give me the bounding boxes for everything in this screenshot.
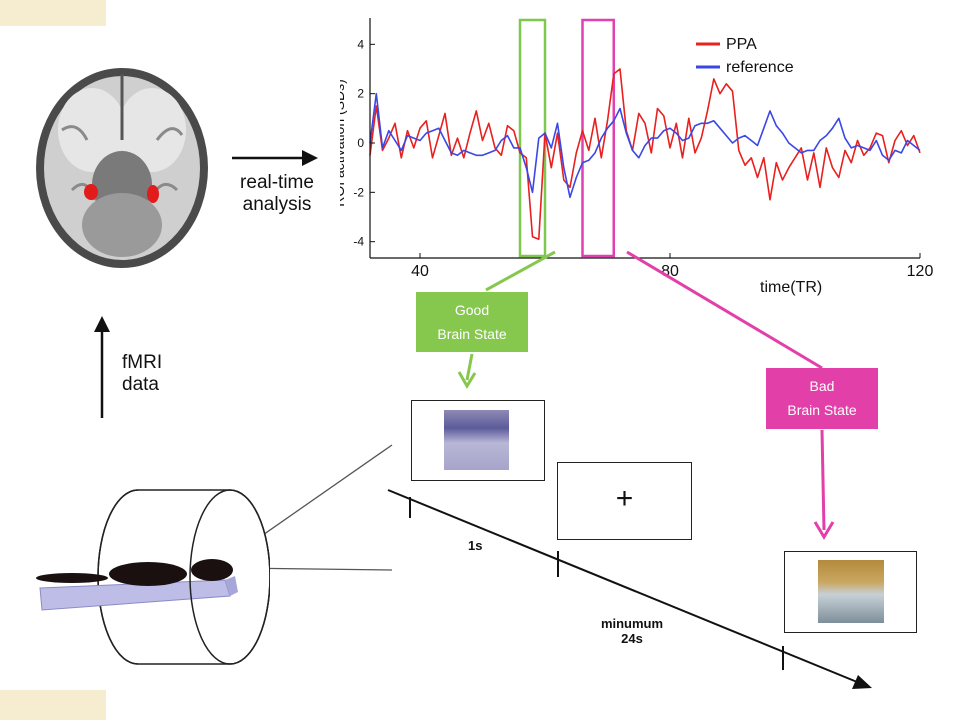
legend-label-2: reference (726, 59, 794, 76)
y-tick-label: 0 (357, 136, 364, 150)
highlight-box-2 (581, 18, 615, 258)
y-tick-label: -4 (353, 235, 364, 249)
patient-body (109, 562, 187, 586)
patient-bed-side (225, 576, 238, 596)
y-tick-label: 2 (357, 87, 364, 101)
legend-group: PPA reference (696, 36, 794, 76)
fixation-frame: + (557, 462, 692, 540)
x-tick-label: 80 (661, 263, 679, 280)
good-stimulus-frame (411, 400, 545, 481)
x-axis-label: time(TR) (760, 279, 822, 296)
highlight-box-1 (518, 18, 547, 258)
fmri-label-line2: data (122, 374, 159, 395)
interval-24s-line1: minumum (600, 616, 664, 631)
interval-24s-line2: 24s (621, 631, 643, 646)
roi-activation-chart: 4 2 0 -2 -4 40 80 120 time(TR) ROI activation (SD… (340, 18, 933, 296)
analysis-label-line1: real-time (240, 172, 314, 193)
patient-feet (36, 573, 108, 583)
x-tick-label: 120 (907, 263, 934, 280)
top-left-corner-decoration (0, 0, 106, 26)
good-brain-state-tag: Good Brain State (416, 292, 528, 352)
good-tag-line2: Brain State (437, 326, 507, 342)
bad-down-arrow-line (820, 429, 826, 531)
bad-tag-line1: Bad (809, 378, 835, 394)
bad-brain-state-tag: Bad Brain State (766, 368, 878, 429)
bad-tag-line2: Brain State (787, 402, 857, 418)
brain-scan-image (36, 68, 208, 268)
bottom-left-corner-decoration (0, 690, 106, 720)
ppa-right-roi (147, 185, 159, 203)
interval-1s-label: 1s (468, 538, 483, 553)
y-tick-label: -2 (353, 185, 364, 199)
analysis-label-line2: analysis (242, 194, 312, 215)
good-down-arrow-line (465, 353, 474, 381)
fmri-label-line1: fMRI (122, 352, 163, 373)
ppa-left-roi (84, 184, 98, 200)
fixation-cross: + (615, 482, 634, 515)
scanner-bore-front (189, 489, 270, 665)
patient-head (191, 559, 233, 581)
good-tag-line1: Good (454, 302, 490, 318)
axes-group: 4 2 0 -2 -4 40 80 120 time(TR) ROI activation (SD… (340, 18, 933, 296)
timeline-arrowhead (852, 675, 872, 689)
y-tick-label: 4 (357, 37, 364, 51)
analysis-label: real-time analysis (228, 172, 326, 216)
bad-stimulus-frame (784, 551, 917, 633)
bad-down-arrowhead (813, 521, 835, 540)
y-axis-label: ROI activation (SDs) (340, 79, 347, 207)
legend-label-1: PPA (726, 36, 757, 53)
fmri-data-arrow (94, 316, 110, 418)
fmri-data-label: fMRI data (122, 352, 162, 396)
good-down-arrowhead (457, 371, 477, 389)
series-group (369, 68, 921, 240)
series-line-reference (369, 92, 921, 199)
analysis-arrow (232, 150, 318, 166)
x-tick-label: 40 (411, 263, 429, 280)
good-stimulus-image (444, 410, 509, 470)
interval-24s-label: minumum 24s (600, 616, 664, 646)
bad-stimulus-image (818, 560, 884, 623)
highlight-group (518, 18, 615, 258)
mri-scanner-illustration (36, 489, 270, 665)
